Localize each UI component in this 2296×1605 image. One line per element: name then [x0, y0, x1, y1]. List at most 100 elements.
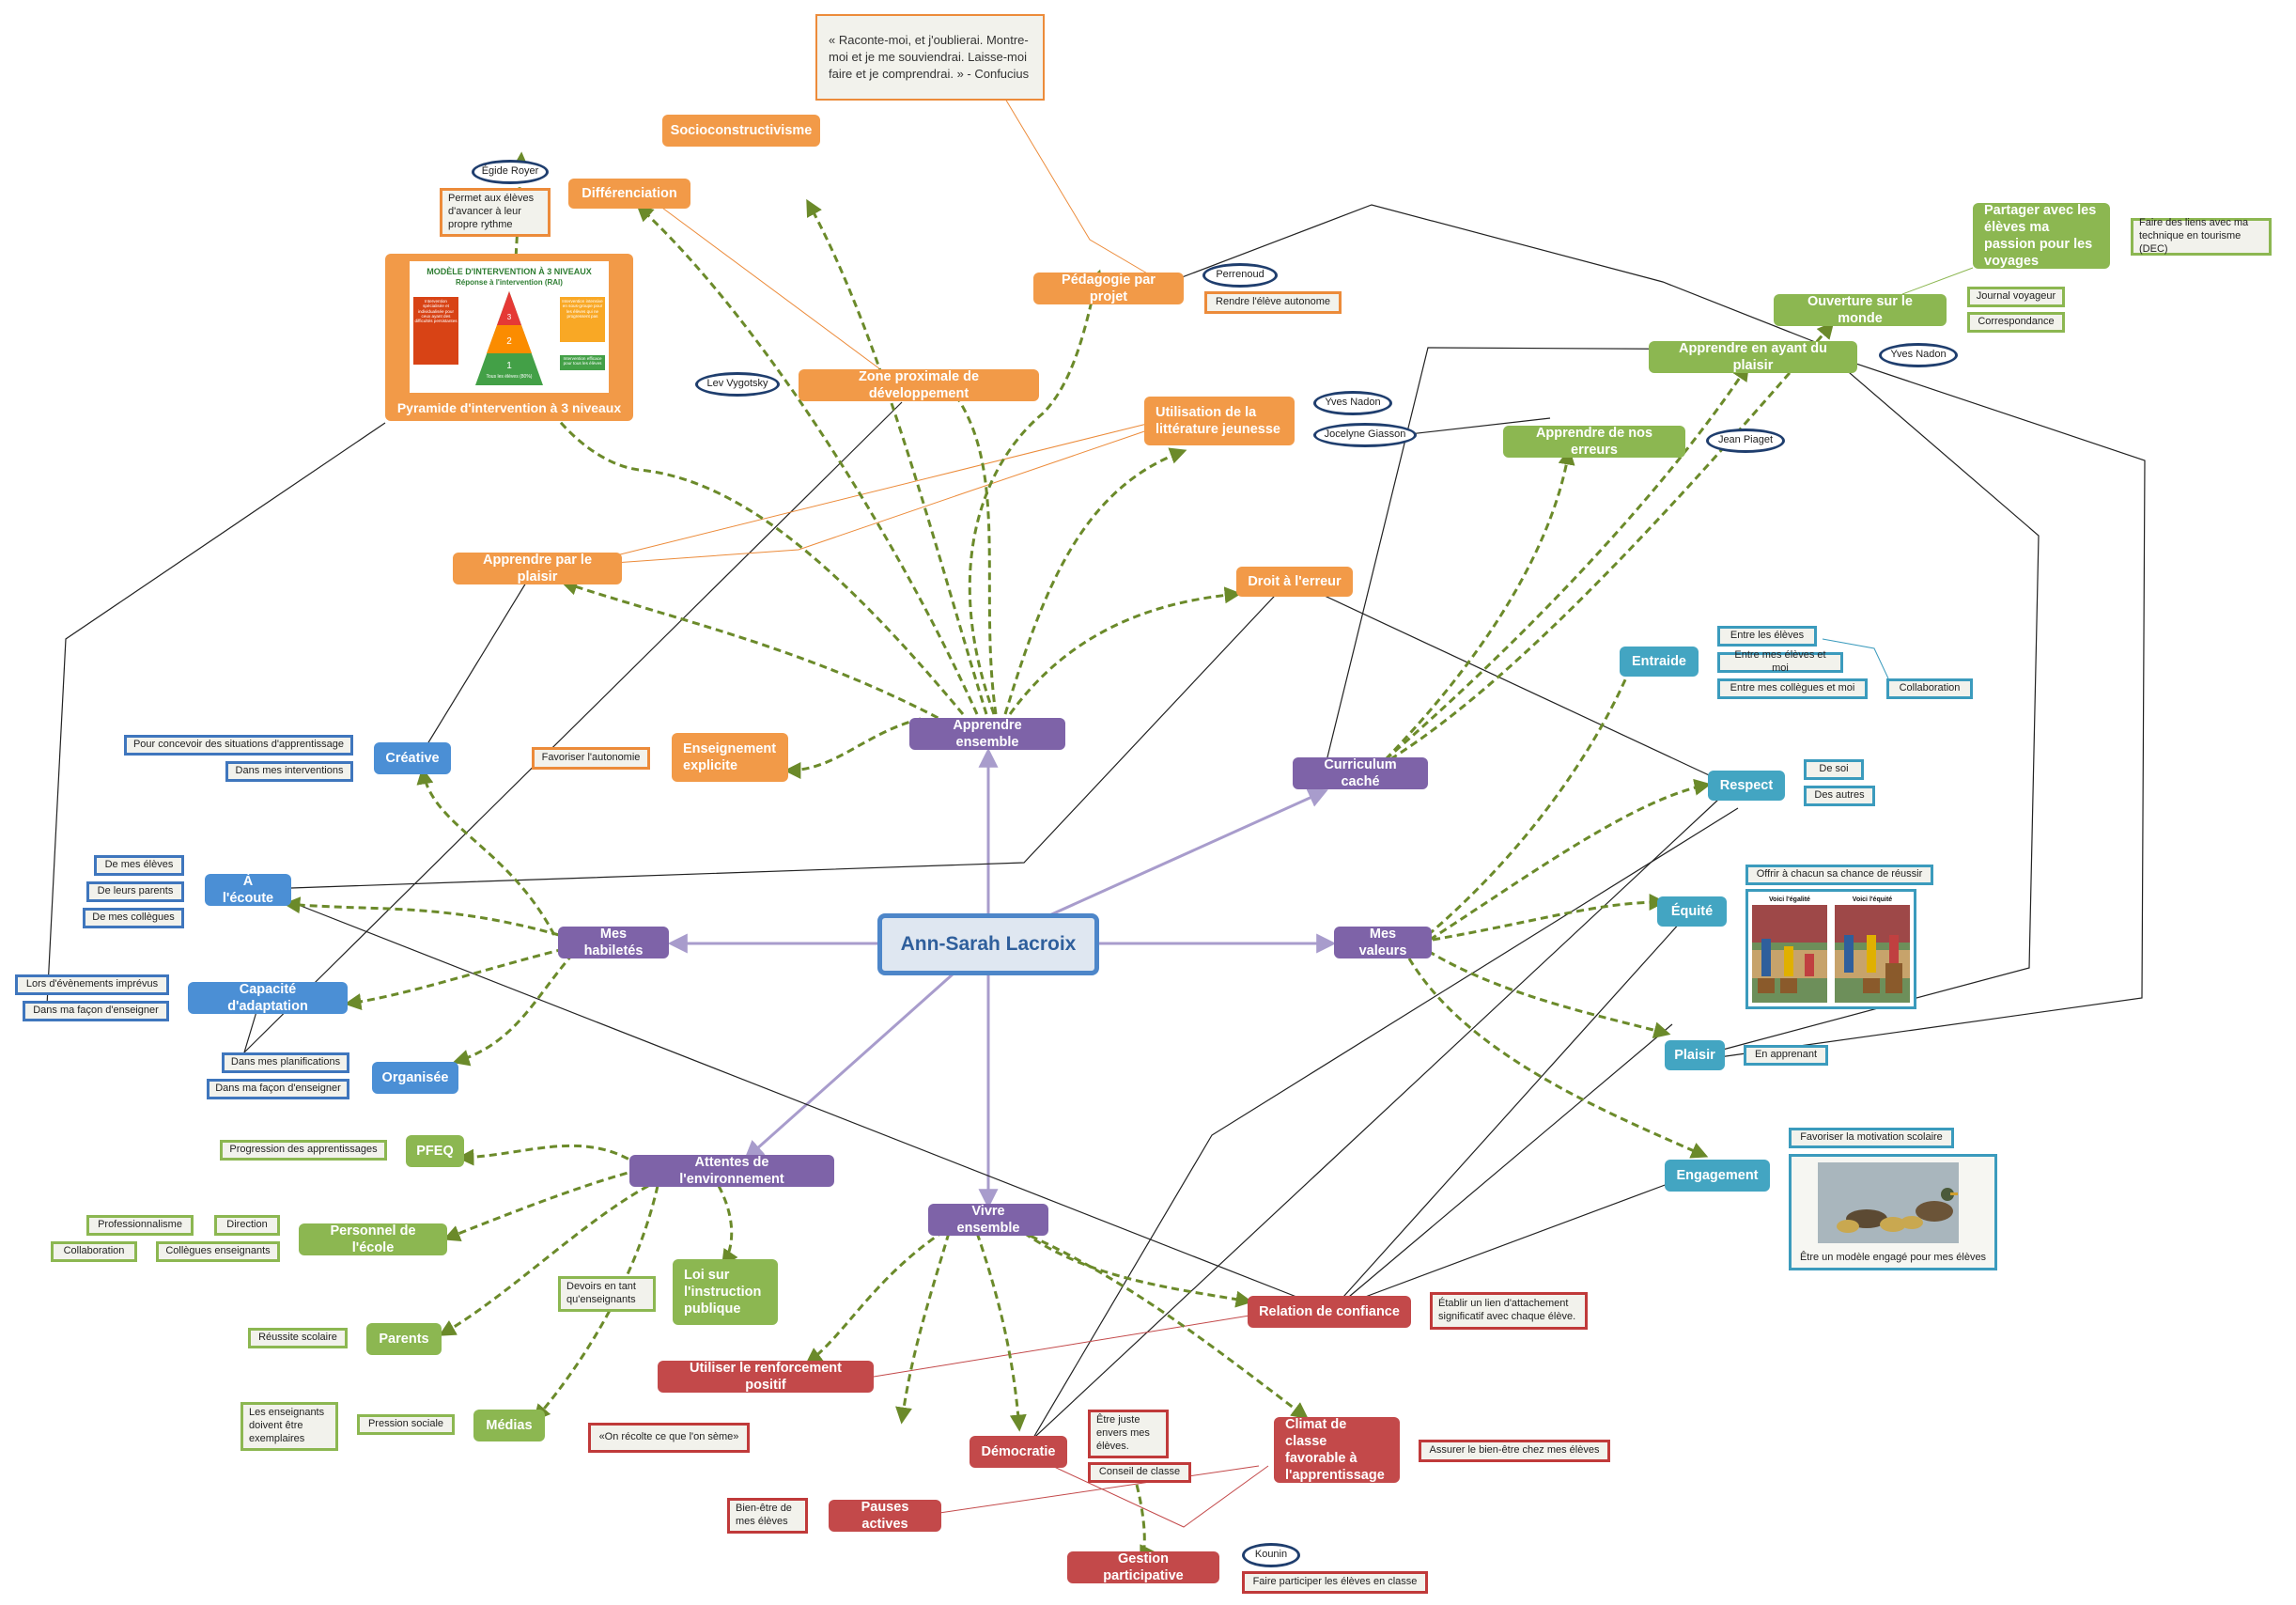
label-facon-enseigner-1[interactable]: Dans ma façon d'enseigner [23, 1001, 169, 1021]
topic-mes-valeurs[interactable]: Mes valeurs [1334, 927, 1432, 958]
topic-curriculum-cache[interactable]: Curriculum caché [1293, 757, 1428, 789]
node-apprendre-ayant-plaisir[interactable]: Apprendre en ayant du plaisir [1649, 341, 1857, 373]
node-respect[interactable]: Respect [1708, 771, 1785, 801]
oval-nadon-1[interactable]: Yves Nadon [1313, 391, 1392, 415]
label-de-mes-eleves[interactable]: De mes élèves [94, 855, 184, 876]
node-climat-classe[interactable]: Climat de classe favorable à l'apprentis… [1274, 1417, 1400, 1483]
node-pauses-actives[interactable]: Pauses actives [829, 1500, 941, 1532]
node-ecoute[interactable]: À l'écoute [205, 874, 291, 906]
modele-caption: Être un modèle engagé pour mes élèves [1800, 1251, 1987, 1263]
pyr-right-text: Intervention intensive en sous-groupe po… [562, 299, 603, 319]
node-personnel-ecole[interactable]: Personnel de l'école [299, 1223, 447, 1255]
label-collegues-enseignants[interactable]: Collègues enseignants [156, 1241, 280, 1262]
label-planifications[interactable]: Dans mes planifications [222, 1052, 349, 1073]
label-lien-attachement[interactable]: Établir un lien d'attachement significat… [1430, 1292, 1588, 1330]
node-pfeq[interactable]: PFEQ [406, 1135, 464, 1167]
label-correspondance[interactable]: Correspondance [1967, 312, 2065, 333]
node-gestion-participative[interactable]: Gestion participative [1067, 1551, 1219, 1583]
node-relation-confiance[interactable]: Relation de confiance [1248, 1296, 1411, 1328]
node-partager-passion[interactable]: Partager avec les élèves ma passion pour… [1973, 203, 2110, 269]
label-concevoir[interactable]: Pour concevoir des situations d'apprenti… [124, 735, 353, 756]
node-socioconstructivisme[interactable]: Socioconstructivisme [662, 115, 820, 147]
label-entre-eleves-moi[interactable]: Entre mes élèves et moi [1717, 649, 1843, 674]
label-favoriser-autonomie[interactable]: Favoriser l'autonomie [532, 747, 650, 770]
pyramide-caption: Pyramide d'intervention à 3 niveaux [396, 400, 622, 415]
oval-kounin[interactable]: Kounin [1242, 1543, 1300, 1567]
pyramide-box[interactable]: MODÈLE D'INTERVENTION À 3 NIVEAUX Répons… [385, 254, 633, 421]
node-entraide[interactable]: Entraide [1620, 647, 1699, 677]
equite-label: Voici l'équité [1853, 896, 1892, 903]
node-enseignement-explicite[interactable]: Enseignement explicite [672, 733, 788, 782]
label-de-soi[interactable]: De soi [1804, 759, 1864, 780]
label-conseil-classe[interactable]: Conseil de classe [1088, 1462, 1191, 1483]
node-engagement[interactable]: Engagement [1665, 1160, 1770, 1192]
node-plaisir[interactable]: Plaisir [1665, 1040, 1725, 1070]
topic-mes-habiletes[interactable]: Mes habiletés [558, 927, 669, 958]
confucius-quote[interactable]: « Raconte-moi, et j'oublierai. Montre-mo… [815, 14, 1045, 101]
node-renforcement[interactable]: Utiliser le renforcement positif [658, 1361, 874, 1393]
node-parents[interactable]: Parents [366, 1323, 442, 1355]
central-topic[interactable]: Ann-Sarah Lacroix [877, 913, 1099, 975]
label-leurs-parents[interactable]: De leurs parents [86, 881, 184, 902]
pyr-base-text: Intervention efficace pour tous les élèv… [563, 356, 602, 366]
pyr-tous: Tous les élèves (80%) [487, 374, 533, 380]
topic-attentes-environnement[interactable]: Attentes de l'environnement [629, 1155, 834, 1187]
label-faire-participer[interactable]: Faire participer les élèves en classe [1242, 1571, 1428, 1594]
node-zpd[interactable]: Zone proximale de développement [799, 369, 1039, 401]
label-imprevus[interactable]: Lors d'évènements imprévus [15, 974, 169, 995]
label-interventions[interactable]: Dans mes interventions [225, 761, 353, 782]
label-facon-enseigner-2[interactable]: Dans ma façon d'enseigner [207, 1079, 349, 1099]
node-equite[interactable]: Équité [1657, 896, 1727, 927]
label-pression-sociale[interactable]: Pression sociale [357, 1414, 455, 1435]
label-motivation[interactable]: Favoriser la motivation scolaire [1789, 1128, 1954, 1148]
oval-vygotsky[interactable]: Lev Vygotsky [695, 372, 780, 397]
label-bien-etre-chez[interactable]: Assurer le bien-être chez mes élèves [1419, 1440, 1610, 1462]
equite-image: Voici l'égalité Voici l'équité [1745, 889, 1916, 1009]
label-mes-collegues[interactable]: De mes collègues [83, 908, 184, 928]
oval-giasson[interactable]: Jocelyne Giasson [1313, 423, 1417, 447]
node-apprendre-erreurs[interactable]: Apprendre de nos erreurs [1503, 426, 1685, 458]
node-litterature[interactable]: Utilisation de la littérature jeunesse [1144, 397, 1295, 445]
topic-vivre-ensemble[interactable]: Vivre ensemble [928, 1204, 1048, 1236]
label-bien-etre[interactable]: Bien-être de mes élèves [727, 1498, 808, 1534]
label-rythme[interactable]: Permet aux élèves d'avancer à leur propr… [440, 188, 551, 237]
node-ouverture-monde[interactable]: Ouverture sur le monde [1774, 294, 1947, 326]
label-professionnalisme[interactable]: Professionnalisme [86, 1215, 194, 1236]
pyr-left-text: Intervention spécialisée et individualis… [414, 299, 458, 324]
label-autonome[interactable]: Rendre l'élève autonome [1204, 291, 1342, 314]
label-etre-juste[interactable]: Être juste envers mes élèves. [1088, 1410, 1169, 1458]
node-apprendre-plaisir[interactable]: Apprendre par le plaisir [453, 553, 622, 584]
node-pedagogie-projet[interactable]: Pédagogie par projet [1033, 273, 1184, 304]
label-liens-tourisme[interactable]: Faire des liens avec ma technique en tou… [2131, 217, 2272, 256]
pyr-n2: 2 [506, 336, 512, 347]
label-chance-reussir[interactable]: Offrir à chacun sa chance de réussir [1745, 865, 1933, 885]
label-entre-eleves[interactable]: Entre les élèves [1717, 626, 1817, 647]
label-exemplaires[interactable]: Les enseignants doivent être exemplaires [240, 1402, 338, 1451]
label-entre-collegues[interactable]: Entre mes collègues et moi [1717, 678, 1868, 699]
oval-piaget[interactable]: Jean Piaget [1706, 429, 1785, 453]
node-creative[interactable]: Créative [374, 742, 451, 774]
node-adaptation[interactable]: Capacité d'adaptation [188, 982, 348, 1014]
label-collaboration-teal[interactable]: Collaboration [1886, 678, 1973, 699]
node-medias[interactable]: Médias [473, 1410, 545, 1441]
node-loi-instruction[interactable]: Loi sur l'instruction publique [673, 1259, 778, 1325]
node-organisee[interactable]: Organisée [372, 1062, 458, 1094]
oval-royer[interactable]: Égide Royer [472, 160, 549, 184]
pyr-n3: 3 [507, 313, 512, 321]
label-collaboration-green[interactable]: Collaboration [51, 1241, 137, 1262]
label-direction[interactable]: Direction [214, 1215, 280, 1236]
oval-nadon-2[interactable]: Yves Nadon [1879, 343, 1958, 367]
oval-perrenoud[interactable]: Perrenoud [1202, 263, 1278, 288]
label-progression[interactable]: Progression des apprentissages [220, 1140, 387, 1161]
label-recolte[interactable]: «On récolte ce que l'on sème» [588, 1423, 750, 1453]
topic-apprendre-ensemble[interactable]: Apprendre ensemble [909, 718, 1065, 750]
label-en-apprenant[interactable]: En apprenant [1744, 1045, 1828, 1066]
label-devoirs[interactable]: Devoirs en tant qu'enseignants [558, 1276, 656, 1312]
node-droit-erreur[interactable]: Droit à l'erreur [1236, 567, 1353, 597]
pyramid-image: MODÈLE D'INTERVENTION À 3 NIVEAUX Répons… [410, 261, 609, 393]
node-democratie[interactable]: Démocratie [970, 1436, 1067, 1468]
node-differenciation[interactable]: Différenciation [568, 179, 690, 209]
label-journal-voyageur[interactable]: Journal voyageur [1967, 287, 2065, 307]
label-reussite[interactable]: Réussite scolaire [248, 1328, 348, 1348]
label-des-autres[interactable]: Des autres [1804, 786, 1875, 806]
